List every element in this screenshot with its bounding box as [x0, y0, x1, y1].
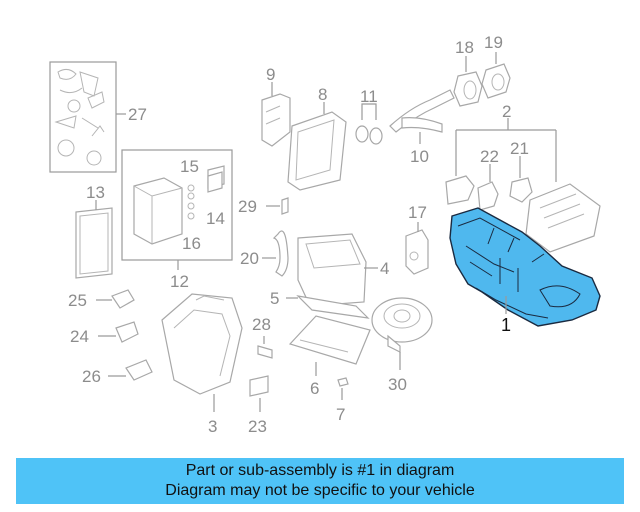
callout-11: 11: [360, 87, 378, 106]
part-14-sensor: [207, 171, 223, 193]
callout-7: 7: [336, 405, 345, 424]
callout-25: 25: [68, 291, 87, 310]
part-30-blower: [371, 297, 433, 370]
callout-22: 22: [480, 147, 499, 166]
part-9-bracket: [261, 82, 291, 147]
part-7-screw: [337, 377, 349, 400]
part-10-pipe: [389, 89, 455, 144]
part-5-plate: [286, 295, 370, 319]
part-28-clip: [257, 336, 273, 359]
callout-5: 5: [270, 289, 279, 308]
callout-20: 20: [240, 249, 259, 268]
callout-12: 12: [170, 272, 189, 291]
part-2-leaders: [455, 118, 557, 182]
part-24-sensor: [98, 321, 139, 343]
part-4-housing: [297, 233, 378, 307]
part-11-orings: [355, 103, 383, 145]
callout-28: 28: [252, 315, 271, 334]
part-21-actuator: [509, 156, 533, 203]
callout-13: 13: [86, 183, 105, 202]
part-17-actuator: [405, 222, 429, 275]
callout-8: 8: [318, 85, 327, 104]
part-2-assembly: [525, 183, 601, 253]
part-3-case: [161, 293, 243, 412]
callout-10: 10: [410, 147, 429, 166]
part-27-kit: [49, 61, 126, 173]
banner-line-2: Diagram may not be specific to your vehi…: [165, 482, 475, 499]
callout-26: 26: [82, 367, 101, 386]
part-13-filter: [75, 200, 113, 279]
callout-18: 18: [455, 38, 474, 57]
callout-1: 1: [501, 315, 511, 335]
callout-16: 16: [182, 234, 201, 253]
callout-24: 24: [70, 327, 89, 346]
part-23-resistor: [249, 375, 269, 412]
part-26-sensor: [108, 359, 153, 381]
callout-17: 17: [408, 203, 427, 222]
part-20-hose: [262, 230, 289, 277]
callout-labels: 1 2 3 4 5 6 7 8 9 10 11 12 13 14 15 16 1…: [68, 33, 529, 436]
callout-6: 6: [310, 379, 319, 398]
callout-19: 19: [484, 33, 503, 52]
parts-diagram: 1 2 3 4 5 6 7 8 9 10 11 12 13 14 15 16 1…: [49, 33, 601, 436]
part-12-kit: [121, 149, 233, 270]
part-22-actuator: [477, 164, 499, 211]
info-banner: Part or sub-assembly is #1 in diagram Di…: [16, 458, 624, 504]
part-18-seal: [453, 56, 483, 107]
callout-4: 4: [380, 259, 389, 278]
part-29-screw: [266, 197, 289, 215]
callout-14: 14: [206, 209, 225, 228]
callout-3: 3: [208, 417, 217, 436]
callout-30: 30: [388, 375, 407, 394]
part-6-case: [288, 315, 371, 376]
callout-27: 27: [128, 105, 147, 124]
banner-line-1: Part or sub-assembly is #1 in diagram: [185, 462, 455, 479]
part-8-core: [287, 102, 347, 191]
part-25-sensor: [96, 289, 135, 309]
callout-21: 21: [510, 139, 529, 158]
part-1-highlighted-housing: [449, 207, 601, 327]
callout-2: 2: [502, 102, 511, 121]
callout-23: 23: [248, 417, 267, 436]
part-2-door: [445, 175, 475, 205]
part-19-seal: [481, 52, 511, 99]
callout-9: 9: [266, 65, 275, 84]
callout-29: 29: [238, 197, 257, 216]
callout-15: 15: [180, 157, 199, 176]
